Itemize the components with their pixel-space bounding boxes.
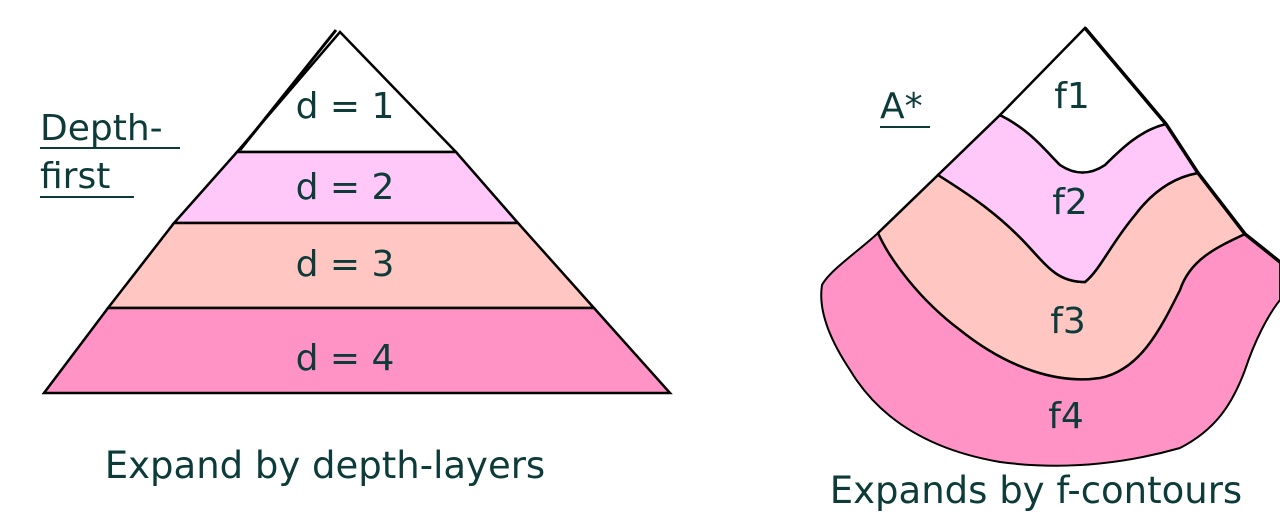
depth-layer-2-label: d = 2	[296, 167, 395, 208]
pyramid-edge-accent	[238, 29, 338, 151]
depth-first-label-line2: first	[40, 156, 110, 197]
depth-layer-4-band	[41, 306, 673, 395]
contour-f1-label: f1	[1054, 76, 1090, 117]
depth-layer-4-label: d = 4	[296, 338, 395, 379]
contour-f4-label: f4	[1048, 396, 1084, 437]
depth-first-pyramid: d = 1 d = 2 d = 3 d = 4	[41, 29, 673, 395]
depth-layer-1-label: d = 1	[296, 86, 395, 127]
depth-layer-3-label: d = 3	[296, 244, 395, 285]
depth-first-label-line1: Depth-	[40, 108, 163, 149]
contour-right-edge	[1083, 26, 1280, 264]
a-star-caption: Expands by f-contours	[830, 469, 1242, 512]
a-star-label: A*	[880, 86, 923, 127]
contour-f3-label: f3	[1050, 301, 1086, 342]
depth-first-caption: Expand by depth-layers	[105, 444, 545, 487]
contour-f2-label: f2	[1052, 182, 1088, 223]
a-star-contours: f1 f2 f3 f4	[820, 26, 1280, 467]
contour-f1-region	[997, 26, 1169, 174]
